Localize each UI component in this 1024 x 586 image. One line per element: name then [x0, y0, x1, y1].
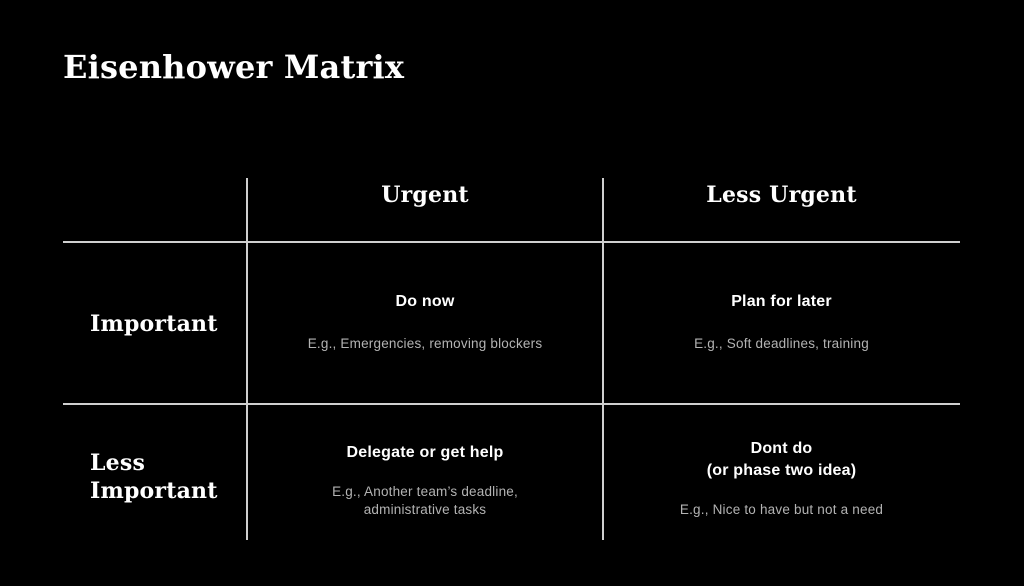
quadrant-delegate-example: E.g., Another team’s deadline, administr… [332, 484, 518, 518]
quadrant-do-now-title: Do now [395, 293, 455, 310]
row-label-less-important: Less Important [90, 450, 218, 504]
grid-vertical-line-left [246, 178, 248, 540]
column-header-less-urgent: Less Urgent [706, 182, 857, 208]
quadrant-do-now-example: E.g., Emergencies, removing blockers [307, 336, 543, 351]
quadrant-delegate-title: Delegate or get help [346, 444, 504, 461]
quadrant-plan-for-later-title: Plan for later [731, 293, 832, 310]
page-title: Eisenhower Matrix [63, 48, 405, 86]
column-header-urgent: Urgent [381, 182, 469, 208]
grid-horizontal-line-top [63, 241, 960, 243]
quadrant-plan-for-later-example: E.g., Soft deadlines, training [694, 336, 869, 351]
quadrant-dont-do-title: Dont do (or phase two idea) [706, 440, 857, 479]
quadrant-dont-do-example: E.g., Nice to have but not a need [679, 502, 884, 517]
grid-horizontal-line-bottom [63, 403, 960, 405]
grid-vertical-line-right [602, 178, 604, 540]
row-label-important: Important [90, 311, 218, 337]
